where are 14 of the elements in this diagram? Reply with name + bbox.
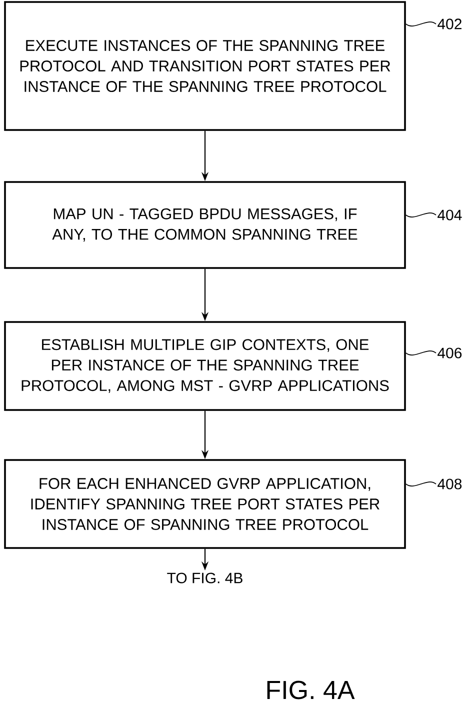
process-box: EXECUTE INSTANCES OF THE SPANNING TREE PROTOCOL AND TRANSITION PORT STATES PER INSTANCE OF THE SPANNING TREE PROTOCOL bbox=[4, 1, 406, 131]
figure-caption: FIG. 4A bbox=[267, 680, 355, 700]
leader-line bbox=[405, 22, 436, 26]
leader-line bbox=[405, 212, 436, 218]
reference-number: 408 bbox=[438, 478, 462, 490]
reference-number: 402 bbox=[438, 18, 462, 30]
process-box: MAP UN - TAGGED BPDU MESSAGES, IF ANY, TO THE COMMON SPANNING TREE bbox=[4, 181, 406, 269]
leader-line bbox=[405, 482, 436, 486]
process-box: FOR EACH ENHANCED GVRP APPLICATION, IDENTIFY SPANNING TREE PORT STATES PER INSTANCE OF SPANNING TREE PROTOCOL bbox=[4, 459, 406, 549]
reference-number: 404 bbox=[438, 210, 462, 220]
leader-line bbox=[405, 350, 436, 356]
reference-number: 406 bbox=[438, 348, 462, 358]
connector-label: TO FIG. 4B bbox=[167, 572, 242, 584]
process-box: ESTABLISH MULTIPLE GIP CONTEXTS, ONE PER INSTANCE OF THE SPANNING TREE PROTOCOL, AMONG MST - GVRP APPLICATIONS bbox=[4, 321, 406, 411]
